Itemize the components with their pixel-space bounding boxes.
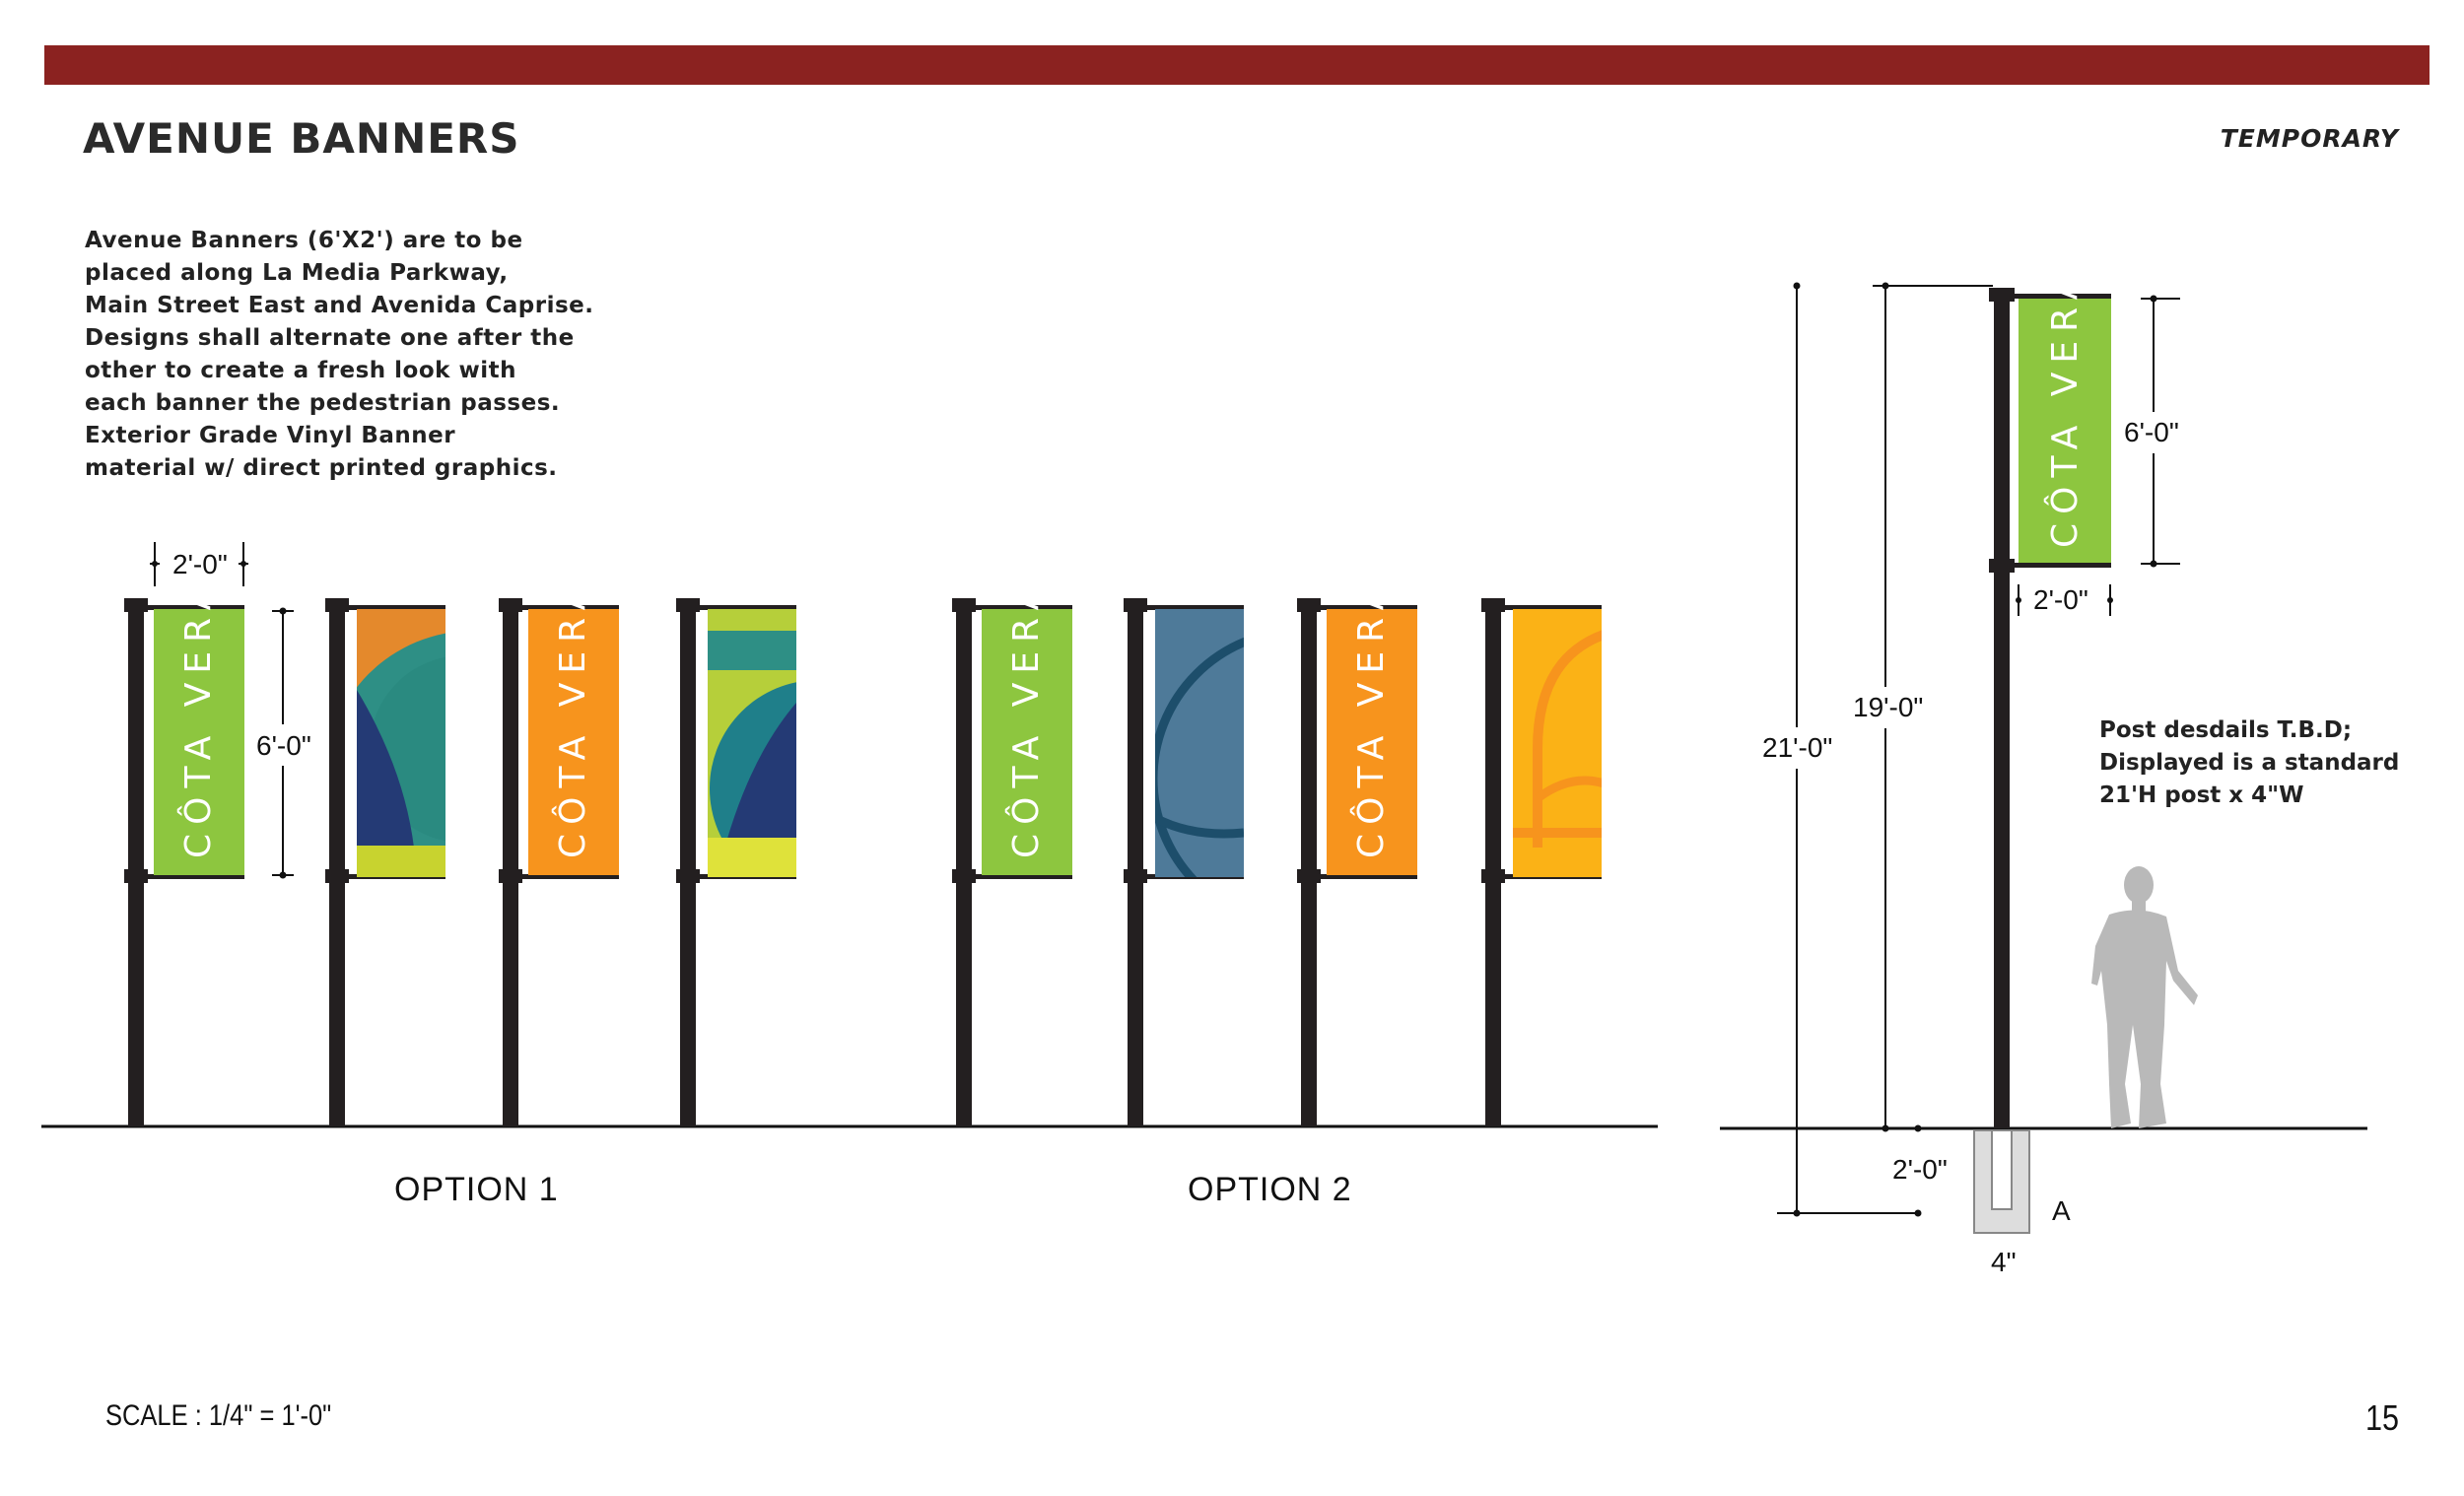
description-line: Exterior Grade Vinyl Banner (85, 423, 456, 448)
description-line: other to create a fresh look with (85, 358, 516, 383)
post (956, 600, 972, 1126)
post (680, 600, 696, 1126)
post (1301, 600, 1317, 1126)
banner-arm (138, 605, 244, 610)
banner-arm (1311, 874, 1417, 879)
post-bracket (1297, 869, 1321, 883)
post-bracket (1124, 869, 1147, 883)
banner-logo-orange (528, 609, 619, 875)
banner-art-teal (357, 609, 445, 877)
banner-logo-orange (1327, 609, 1417, 875)
banner-logo-green (982, 609, 1072, 875)
post (503, 600, 518, 1126)
dimension-banner-width: 2'-0" (150, 542, 248, 586)
banner-logo-text: CÔTA VERA (1005, 578, 1047, 858)
banner-art-blue (1155, 609, 1244, 877)
dimension-detail-banner-width: 2'-0" (2016, 584, 2113, 616)
banner-art-yellow (1513, 609, 1602, 877)
banner-arm (513, 605, 619, 610)
detail-elevation: CÔTA VERA (1973, 267, 2111, 1234)
banner-arm (1311, 605, 1417, 610)
status-tag: TEMPORARY (2220, 124, 2399, 153)
header-bar (44, 45, 2430, 85)
description: Avenue Banners (6'X2') are to be placed … (85, 225, 696, 485)
option-1-group: CÔTA VERA CÔTA VERA (124, 578, 796, 1126)
dimension-label: 2'-0" (1892, 1154, 1948, 1185)
description-line: each banner the pedestrian passes. (85, 390, 561, 416)
post-bracket (124, 869, 148, 883)
post-bracket (952, 869, 976, 883)
dimension-post-total: 21'-0" (1754, 282, 1922, 1217)
banner-arm (1137, 605, 1244, 610)
post (1994, 291, 2010, 1128)
banner-art-lime (708, 609, 796, 877)
post (1128, 600, 1143, 1126)
banner-arm (966, 874, 1072, 879)
banner-logo-text: CÔTA VERA (1350, 578, 1392, 858)
description-line: placed along La Media Parkway, (85, 260, 509, 286)
description-line: Designs shall alternate one after the (85, 325, 575, 351)
dimension-label: 4" (1991, 1247, 2017, 1277)
description-line: material w/ direct printed graphics. (85, 455, 558, 481)
post-bracket (676, 869, 700, 883)
human-scale-figure (2091, 866, 2198, 1128)
dimension-label: 21'-0" (1762, 732, 1832, 763)
post-note-line: Displayed is a standard (2099, 750, 2399, 776)
description-line: Avenue Banners (6'X2') are to be (85, 228, 523, 253)
banner-arm (690, 605, 796, 610)
page-title: AVENUE BANNERS (83, 114, 520, 163)
post-bracket (325, 869, 349, 883)
post-bracket (499, 869, 522, 883)
banner-arm (339, 605, 445, 610)
post (1485, 600, 1501, 1126)
banner-logo-green (2019, 299, 2111, 563)
dimension-label: 2'-0" (172, 549, 228, 579)
option-1-label: OPTION 1 (394, 1171, 559, 1208)
post-note-line: 21'H post x 4"W (2099, 782, 2303, 808)
post-bracket (1989, 559, 2015, 573)
option-2-group: CÔTA VERA CÔTA VERA (952, 578, 1602, 1126)
banner-arm (966, 605, 1072, 610)
dimension-label: 2'-0" (2033, 584, 2088, 615)
dimension-label: 19'-0" (1853, 692, 1923, 722)
dimension-detail-banner-height: 6'-0" (2117, 295, 2192, 568)
banner-logo-text: CÔTA VERA (2044, 267, 2086, 548)
scale-note: SCALE : 1/4" = 1'-0" (105, 1399, 332, 1432)
post-bracket (1481, 869, 1505, 883)
banner-logo-green (154, 609, 244, 875)
post (329, 600, 345, 1126)
dimension-label: 6'-0" (256, 730, 311, 761)
banner-arm (2005, 294, 2111, 299)
dimension-label: 6'-0" (2124, 417, 2179, 447)
banner-arm (138, 874, 244, 879)
banner-arm (1495, 605, 1602, 610)
banner-logo-text: CÔTA VERA (177, 578, 219, 858)
dimension-banner-height: 6'-0" (251, 607, 316, 879)
post (128, 600, 144, 1126)
footing-label: A (2052, 1195, 2071, 1226)
banner-logo-text: CÔTA VERA (552, 578, 593, 858)
banner-arm (2005, 563, 2111, 568)
description-line: Main Street East and Avenida Caprise. (85, 293, 594, 318)
banner-arm (513, 874, 619, 879)
dimension-post-above-grade: 19'-0" (1845, 282, 1993, 1132)
page-number: 15 (2364, 1397, 2399, 1438)
option-2-label: OPTION 2 (1188, 1171, 1352, 1208)
post-note-line: Post desdails T.B.D; (2099, 717, 2352, 743)
